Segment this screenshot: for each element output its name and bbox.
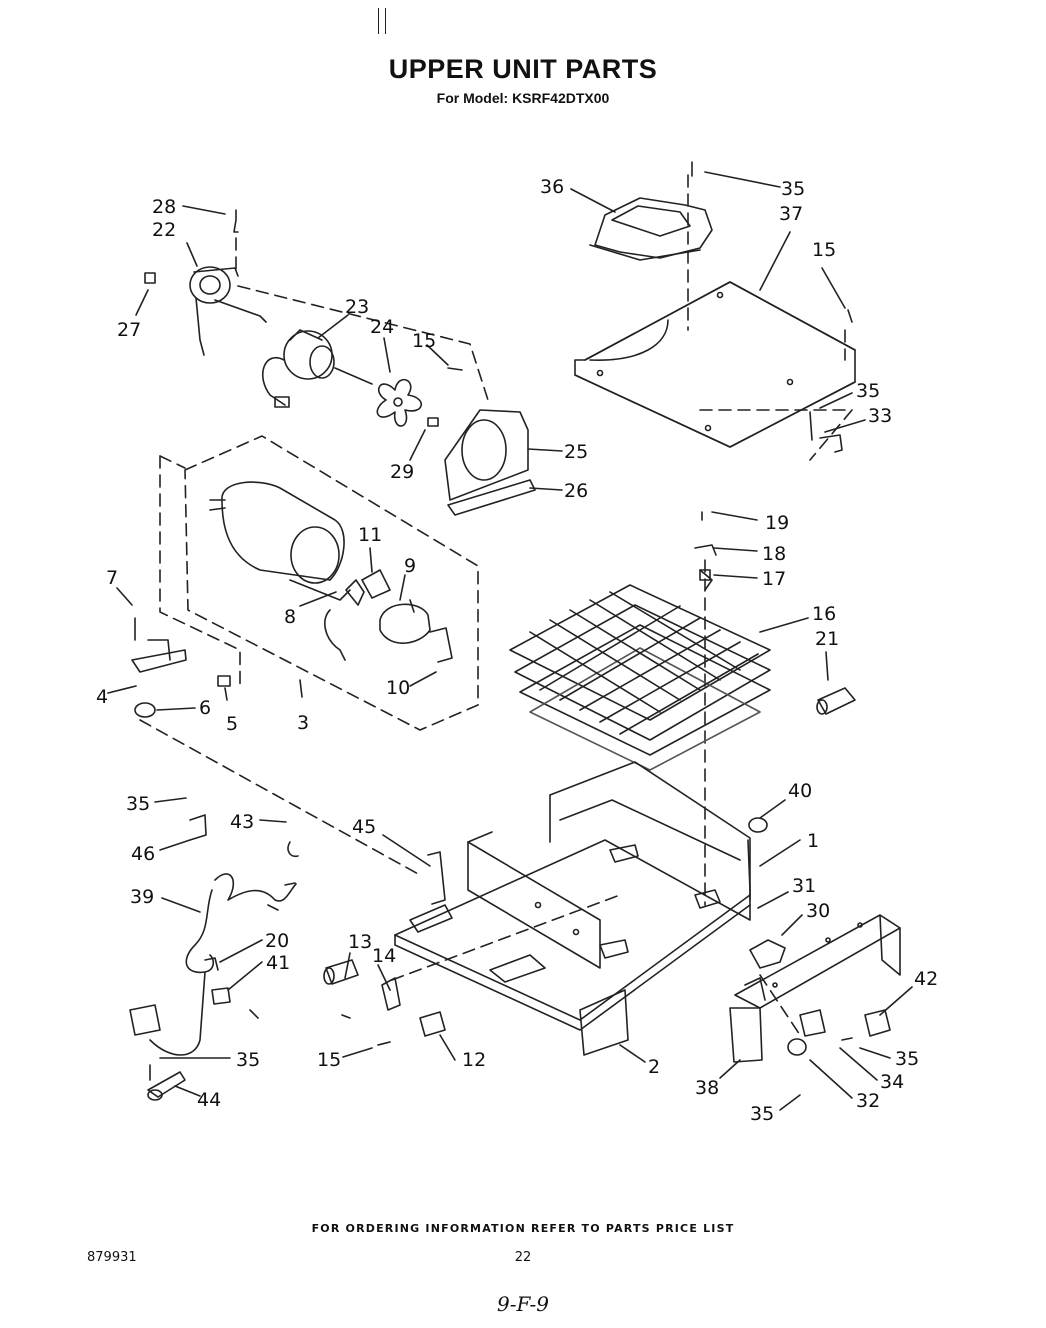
callout-label: 12 <box>462 1049 486 1071</box>
compressor-assembly <box>159 435 479 731</box>
callout-label: 5 <box>226 713 238 735</box>
callout-label: 32 <box>856 1090 880 1112</box>
callout-label: 41 <box>266 952 290 974</box>
callout-label: 19 <box>765 512 789 534</box>
callout-label: 28 <box>152 196 176 218</box>
page-number: 22 <box>514 1250 532 1265</box>
callout-label: 29 <box>390 461 414 483</box>
callout-label: 9 <box>404 555 416 577</box>
callout-label: 6 <box>199 697 211 719</box>
callout-label: 7 <box>106 567 118 589</box>
base-pan <box>394 761 768 1031</box>
callout-label: 36 <box>540 176 564 198</box>
callout-label: 39 <box>130 886 154 908</box>
callout-label: 35 <box>856 380 880 402</box>
callout-label: 42 <box>914 968 938 990</box>
fan-motor-assembly <box>144 209 536 516</box>
callout-label: 1 <box>807 830 819 852</box>
callout-label: 35 <box>126 793 150 815</box>
callout-label: 11 <box>358 524 382 546</box>
callout-label: 15 <box>412 330 436 352</box>
wiring-harness <box>129 814 299 1101</box>
callout-label: 40 <box>788 780 812 802</box>
callout-label: 10 <box>386 677 410 699</box>
callout-label: 37 <box>779 203 803 225</box>
callout-label: 35 <box>781 178 805 200</box>
callout-label: 38 <box>695 1077 719 1099</box>
ordering-note: FOR ORDERING INFORMATION REFER TO PARTS … <box>311 1222 735 1235</box>
callout-label: 16 <box>812 603 836 625</box>
callout-label: 17 <box>762 568 786 590</box>
callout-label: 14 <box>372 945 396 967</box>
callout-label: 13 <box>348 931 372 953</box>
misc-lower-parts <box>323 959 629 1056</box>
callout-label: 24 <box>370 316 394 338</box>
callout-label: 27 <box>117 319 141 341</box>
callout-label: 25 <box>564 441 588 463</box>
callout-label: 46 <box>131 843 155 865</box>
document-number: 879931 <box>87 1250 137 1265</box>
page-title: UPPER UNIT PARTS <box>388 54 658 84</box>
callout-label: 30 <box>806 900 830 922</box>
callout-label: 34 <box>880 1071 904 1093</box>
leader-arrows <box>107 171 913 1111</box>
callout-label: 18 <box>762 543 786 565</box>
callout-label: 20 <box>265 930 289 952</box>
callout-label: 23 <box>345 296 369 318</box>
callout-label: 4 <box>96 686 108 708</box>
callout-label: 35 <box>236 1049 260 1071</box>
callout-label: 15 <box>317 1049 341 1071</box>
callout-label: 35 <box>750 1103 774 1125</box>
callout-label: 3 <box>297 712 309 734</box>
callout-label: 43 <box>230 811 254 833</box>
binder-mark <box>378 8 386 34</box>
callout-label: 31 <box>792 875 816 897</box>
relay-parts <box>131 617 231 718</box>
callout-label: 44 <box>197 1089 221 1111</box>
callout-numbers: 28 22 27 23 24 15 29 25 26 36 35 37 15 3… <box>96 176 938 1125</box>
callout-label: 45 <box>352 816 376 838</box>
control-bracket <box>729 914 901 1063</box>
callout-label: 21 <box>815 628 839 650</box>
callout-label: 2 <box>648 1056 660 1078</box>
callout-label: 35 <box>895 1048 919 1070</box>
top-cover <box>574 161 856 453</box>
callout-label: 33 <box>868 405 892 427</box>
condenser-coil <box>509 511 856 771</box>
model-subtitle: For Model: KSRF42DTX00 <box>436 90 610 106</box>
callout-label: 8 <box>284 606 296 628</box>
callout-label: 26 <box>564 480 588 502</box>
callout-label: 22 <box>152 219 176 241</box>
handwritten-note: 9-F-9 <box>497 1292 549 1316</box>
callout-label: 15 <box>812 239 836 261</box>
